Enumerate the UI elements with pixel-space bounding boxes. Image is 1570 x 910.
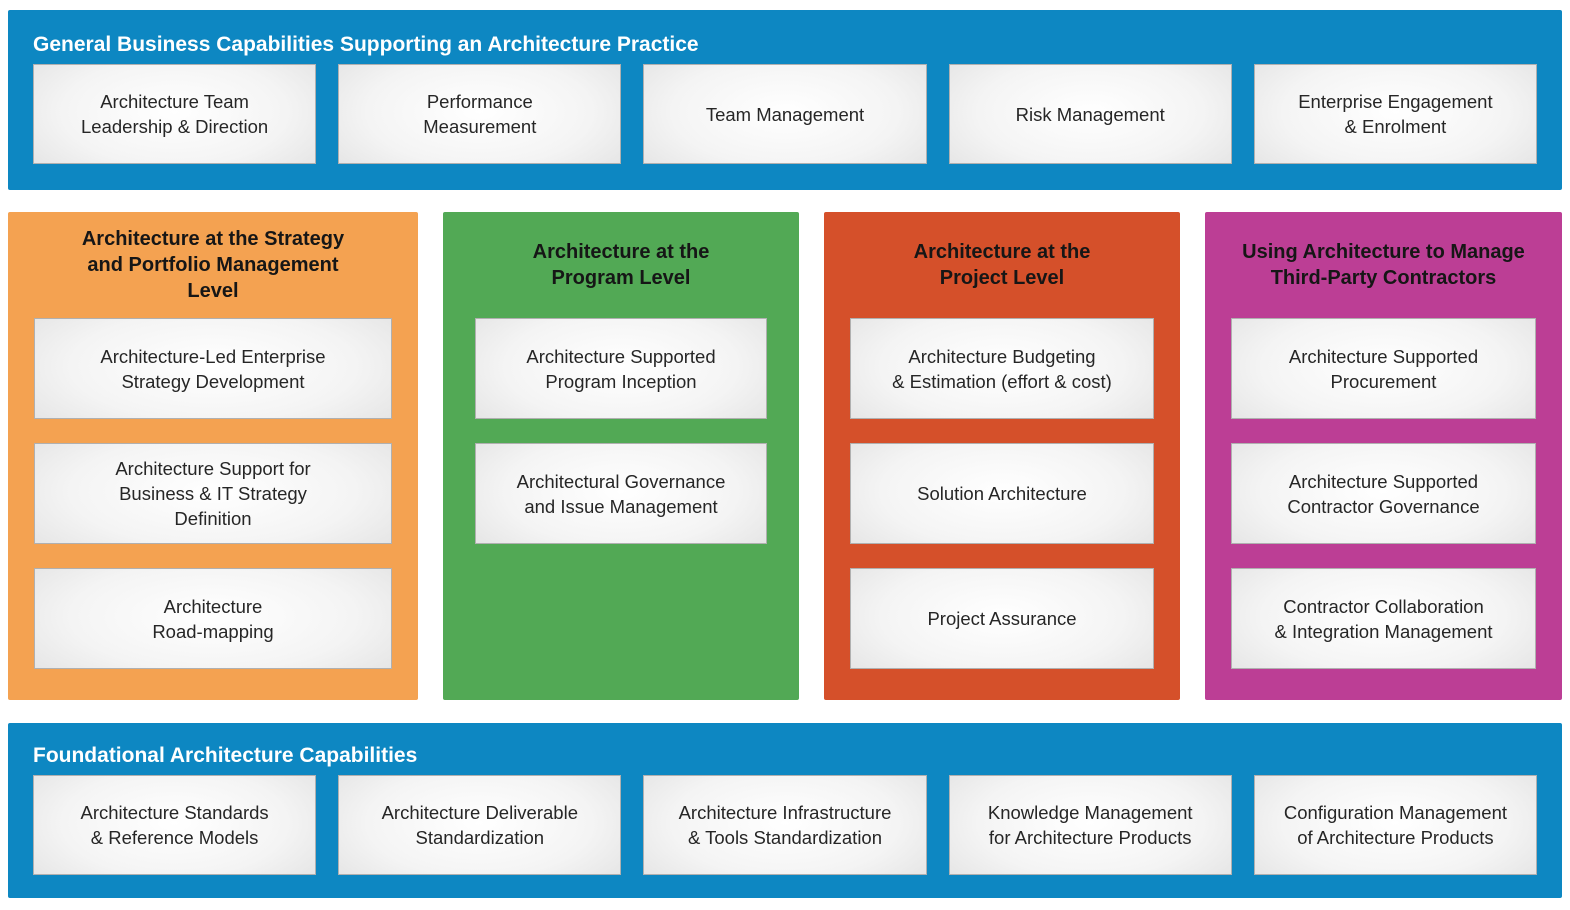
bottom-band-title: Foundational Architecture Capabilities bbox=[33, 744, 418, 767]
capability-box-budgeting-estimation: Architecture Budgeting & Estimation (eff… bbox=[850, 318, 1154, 419]
top-band-row: Architecture Team Leadership & Direction… bbox=[33, 64, 1538, 164]
capability-box-roadmapping: Architecture Road-mapping bbox=[34, 568, 392, 669]
capability-box-governance-issue-mgmt: Architectural Governance and Issue Manag… bbox=[475, 443, 767, 544]
capability-box-performance-measurement: Performance Measurement bbox=[338, 64, 622, 164]
top-band: General Business Capabilities Supporting… bbox=[8, 10, 1562, 190]
column-program-level: Architecture at the Program Level Archit… bbox=[443, 212, 799, 700]
capability-box-arch-led-strategy: Architecture-Led Enterprise Strategy Dev… bbox=[34, 318, 392, 419]
capability-box-configuration-management: Configuration Management of Architecture… bbox=[1253, 775, 1538, 875]
capability-box-deliverable-standardization: Architecture Deliverable Standardization bbox=[338, 775, 622, 875]
capability-box-enterprise-engagement: Enterprise Engagement & Enrolment bbox=[1253, 64, 1538, 164]
capability-box-standards-reference-models: Architecture Standards & Reference Model… bbox=[33, 775, 317, 875]
bottom-band-row: Architecture Standards & Reference Model… bbox=[33, 775, 1538, 875]
capability-box-knowledge-management: Knowledge Management for Architecture Pr… bbox=[948, 775, 1232, 875]
capability-box-solution-architecture: Solution Architecture bbox=[850, 443, 1154, 544]
column-third-party-contractors-title: Using Architecture to Manage Third-Party… bbox=[1242, 241, 1525, 289]
capability-box-supported-procurement: Architecture Supported Procurement bbox=[1231, 318, 1536, 419]
column-strategy-portfolio-title: Architecture at the Strategy and Portfol… bbox=[81, 228, 345, 302]
column-third-party-contractors: Using Architecture to Manage Third-Party… bbox=[1205, 212, 1562, 700]
capability-box-contractor-governance: Architecture Supported Contractor Govern… bbox=[1231, 443, 1536, 544]
capability-box-program-inception: Architecture Supported Program Inception bbox=[475, 318, 767, 419]
column-project-level: Architecture at the Project Level Archit… bbox=[824, 212, 1180, 700]
column-strategy-portfolio: Architecture at the Strategy and Portfol… bbox=[8, 212, 418, 700]
bottom-band: Foundational Architecture Capabilities A… bbox=[8, 723, 1562, 898]
capability-box-team-management: Team Management bbox=[643, 64, 927, 164]
capability-box-arch-support-strategy: Architecture Support for Business & IT S… bbox=[34, 443, 392, 544]
capability-box-team-leadership: Architecture Team Leadership & Direction bbox=[33, 64, 317, 164]
top-band-title: General Business Capabilities Supporting… bbox=[33, 33, 699, 56]
capability-box-project-assurance: Project Assurance bbox=[850, 568, 1154, 669]
capability-box-contractor-collaboration: Contractor Collaboration & Integration M… bbox=[1231, 568, 1536, 669]
column-program-level-title: Architecture at the Program Level bbox=[532, 241, 710, 289]
column-project-level-title: Architecture at the Project Level bbox=[913, 241, 1091, 289]
capability-columns: Architecture at the Strategy and Portfol… bbox=[8, 212, 1562, 700]
capability-box-risk-management: Risk Management bbox=[948, 64, 1232, 164]
capability-box-infrastructure-tools: Architecture Infrastructure & Tools Stan… bbox=[643, 775, 927, 875]
